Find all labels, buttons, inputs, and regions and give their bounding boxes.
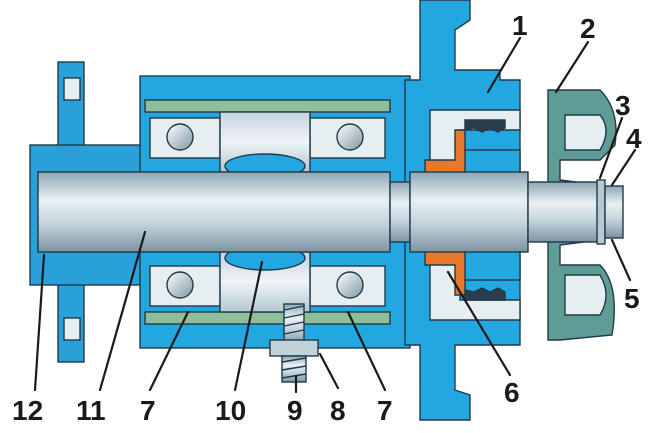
leader-3 [598, 116, 624, 180]
leader-lines [33, 36, 637, 394]
callout-7-left: 7 [140, 395, 156, 426]
callout-8: 8 [330, 395, 346, 426]
leader-10 [233, 260, 264, 392]
callout-9: 9 [287, 395, 303, 426]
lock-bolt [269, 303, 319, 383]
leader-12 [33, 253, 46, 392]
callout-7-right: 7 [377, 395, 393, 426]
callout-5: 5 [624, 283, 640, 314]
callout-4: 4 [626, 123, 642, 154]
callout-1: 1 [512, 10, 528, 41]
callout-labels: 1 2 3 4 5 6 7 7 8 9 10 11 12 [12, 10, 642, 426]
leader-6 [446, 270, 512, 377]
callout-6: 6 [504, 377, 520, 408]
leader-5 [610, 238, 632, 282]
leader-4 [610, 148, 637, 187]
callout-10: 10 [215, 395, 246, 426]
leader-7b [346, 310, 387, 392]
impeller-nut-assembly [596, 179, 624, 245]
leader-2 [554, 40, 590, 94]
leader-8 [318, 352, 340, 390]
callout-3: 3 [615, 90, 631, 121]
shaft [37, 171, 599, 253]
callout-2: 2 [580, 13, 596, 44]
callout-12: 12 [12, 395, 43, 426]
leader-11 [98, 230, 147, 392]
leader-7a [148, 310, 190, 392]
bearing-balls [166, 123, 364, 299]
callout-11: 11 [76, 395, 106, 426]
leader-1 [486, 36, 522, 94]
